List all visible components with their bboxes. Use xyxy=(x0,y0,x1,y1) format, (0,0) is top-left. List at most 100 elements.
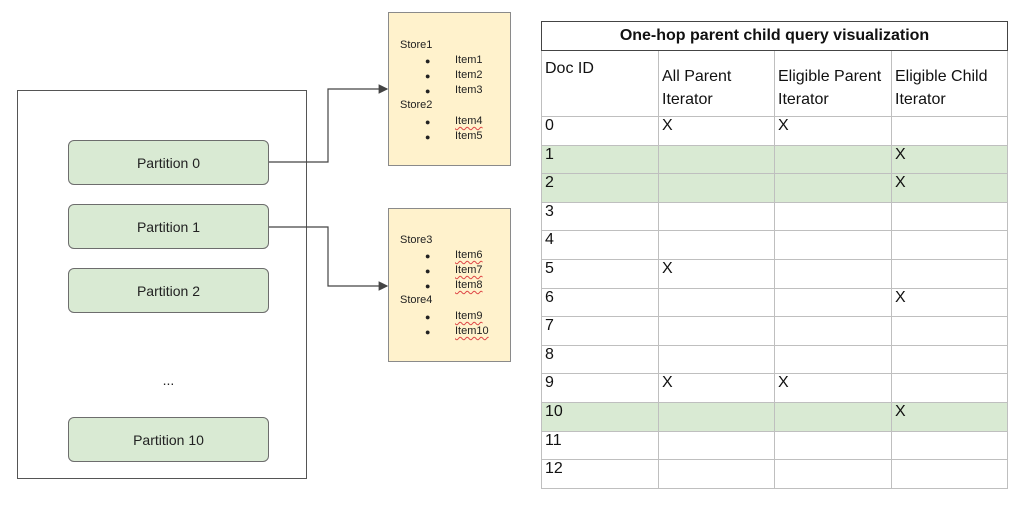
iterator-cell xyxy=(658,401,775,432)
header-all-parent: All Parent Iterator xyxy=(658,50,775,117)
store-item: Item5 xyxy=(455,130,483,142)
doc-id-cell: 4 xyxy=(541,230,659,260)
table-row: 3 xyxy=(541,201,1008,232)
partition-2-label: Partition 2 xyxy=(136,282,201,299)
table-row: 10 X xyxy=(541,401,1008,432)
store-item: Item2 xyxy=(455,69,483,81)
iterator-cell xyxy=(891,344,1008,375)
table-title: One-hop parent child query visualization xyxy=(541,21,1008,51)
header-doc-id: Doc ID xyxy=(541,50,659,117)
iterator-cell xyxy=(891,316,1008,346)
doc-id-cell: 10 xyxy=(541,401,659,432)
iterator-cell xyxy=(658,287,775,318)
iterator-cell xyxy=(774,201,892,232)
iterator-cell: X xyxy=(891,173,1008,203)
header-eligible-parent: Eligible Parent Iterator xyxy=(774,50,892,117)
iterator-cell xyxy=(774,430,892,461)
doc-id-cell: 6 xyxy=(541,287,659,318)
bullet-icon: ● xyxy=(425,117,431,127)
doc-id-cell: 1 xyxy=(541,144,659,175)
partition-10-box: Partition 10 xyxy=(68,417,269,462)
bullet-icon: ● xyxy=(425,71,431,81)
store-box-b: Store3 ● Item6 ● Item7 ● Item8 Store4 ● … xyxy=(388,208,511,362)
store-item: Item7 xyxy=(455,264,483,276)
iterator-cell xyxy=(891,230,1008,260)
iterator-cell xyxy=(891,373,1008,403)
doc-id-cell: 11 xyxy=(541,430,659,461)
iterator-cell: X xyxy=(658,116,775,146)
iterator-cell: X xyxy=(891,287,1008,318)
iterator-cell xyxy=(774,144,892,175)
doc-id-cell: 12 xyxy=(541,459,659,489)
doc-id-cell: 0 xyxy=(541,116,659,146)
bullet-icon: ● xyxy=(425,86,431,96)
iterator-cell: X xyxy=(658,258,775,289)
store-item: Item4 xyxy=(455,115,483,127)
doc-id-cell: 7 xyxy=(541,316,659,346)
iterator-cell xyxy=(774,230,892,260)
iterator-cell xyxy=(891,430,1008,461)
store-box-a: Store1 ● Item1 ● Item2 ● Item3 Store2 ● … xyxy=(388,12,511,166)
doc-id-cell: 5 xyxy=(541,258,659,289)
iterator-cell: X xyxy=(891,144,1008,175)
iterator-cell: X xyxy=(658,373,775,403)
bullet-icon: ● xyxy=(425,281,431,291)
store-item: Item1 xyxy=(455,54,483,66)
partition-0-box: Partition 0 xyxy=(68,140,269,185)
partition-0-label: Partition 0 xyxy=(136,154,201,171)
partition-1-label: Partition 1 xyxy=(136,218,201,235)
iterator-cell xyxy=(891,459,1008,489)
table-row: 7 xyxy=(541,316,1008,346)
store-item: Item9 xyxy=(455,310,483,322)
partition-ellipsis: ... xyxy=(162,372,175,388)
store-name: Store1 xyxy=(400,39,433,51)
iterator-cell xyxy=(774,401,892,432)
iterator-cell xyxy=(774,316,892,346)
table-row: 12 xyxy=(541,459,1008,489)
doc-id-cell: 3 xyxy=(541,201,659,232)
parent-child-table: One-hop parent child query visualization… xyxy=(541,21,1008,489)
bullet-icon: ● xyxy=(425,327,431,337)
iterator-cell xyxy=(658,459,775,489)
partition-2-box: Partition 2 xyxy=(68,268,269,313)
iterator-cell xyxy=(774,287,892,318)
bullet-icon: ● xyxy=(425,251,431,261)
iterator-cell xyxy=(891,201,1008,232)
store-name: Store4 xyxy=(400,294,433,306)
doc-id-cell: 9 xyxy=(541,373,659,403)
iterator-cell xyxy=(774,258,892,289)
bullet-icon: ● xyxy=(425,56,431,66)
store-item: Item8 xyxy=(455,279,483,291)
store-item: Item3 xyxy=(455,84,483,96)
table-row: 8 xyxy=(541,344,1008,375)
iterator-cell xyxy=(658,230,775,260)
store-item: Item6 xyxy=(455,249,483,261)
iterator-cell xyxy=(658,344,775,375)
iterator-cell xyxy=(658,173,775,203)
doc-id-cell: 8 xyxy=(541,344,659,375)
iterator-cell: X xyxy=(891,401,1008,432)
iterator-cell xyxy=(658,430,775,461)
table-row: 4 xyxy=(541,230,1008,260)
table-header-row: Doc ID All Parent Iterator Eligible Pare… xyxy=(541,50,1008,117)
iterator-cell xyxy=(891,258,1008,289)
store-name: Store2 xyxy=(400,99,433,111)
iterator-cell: X xyxy=(774,116,892,146)
table-row: 11 xyxy=(541,430,1008,461)
iterator-cell xyxy=(658,316,775,346)
store-item: Item10 xyxy=(455,325,489,337)
iterator-cell xyxy=(658,201,775,232)
iterator-cell: X xyxy=(774,373,892,403)
partition-10-label: Partition 10 xyxy=(133,431,204,448)
iterator-cell xyxy=(774,173,892,203)
doc-id-cell: 2 xyxy=(541,173,659,203)
header-eligible-child: Eligible Child Iterator xyxy=(891,50,1008,117)
iterator-cell xyxy=(774,344,892,375)
